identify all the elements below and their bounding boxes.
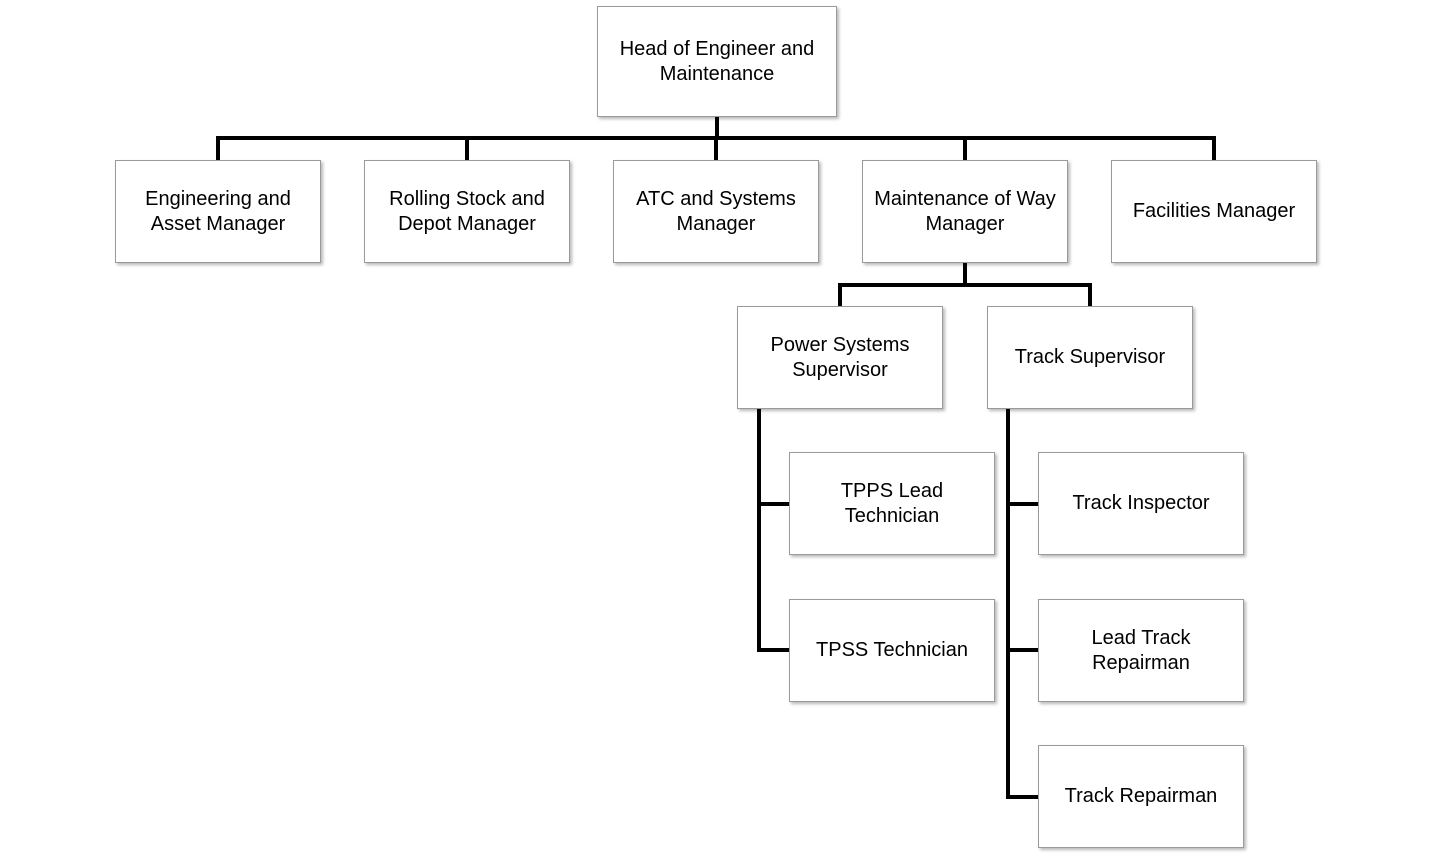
node-label: ATC and Systems Manager — [636, 187, 796, 235]
node-tpss-technician: TPSS Technician — [789, 599, 995, 702]
node-engineering-and-asset-manager: Engineering and Asset Manager — [115, 160, 321, 263]
node-label: Facilities Manager — [1132, 200, 1296, 222]
node-label: Rolling Stock and Depot Manager — [389, 187, 545, 235]
node-label: Track Supervisor — [1014, 346, 1166, 368]
node-label: TPSS Technician — [816, 639, 968, 661]
node-track-supervisor: Track Supervisor — [987, 306, 1193, 409]
node-label: Head of Engineer and Maintenance — [619, 37, 815, 85]
node-tpps-lead-technician: TPPS Lead Technician — [789, 452, 995, 555]
node-label: Track Repairman — [1064, 785, 1218, 807]
node-facilities-manager: Facilities Manager — [1111, 160, 1317, 263]
node-head-of-engineer-and-maintenance: Head of Engineer and Maintenance — [597, 6, 837, 117]
node-track-repairman: Track Repairman — [1038, 745, 1244, 848]
node-label: Maintenance of Way Manager — [874, 187, 1056, 235]
node-track-inspector: Track Inspector — [1038, 452, 1244, 555]
node-label: Lead Track Repairman — [1091, 626, 1191, 674]
node-atc-and-systems-manager: ATC and Systems Manager — [613, 160, 819, 263]
node-rolling-stock-and-depot-manager: Rolling Stock and Depot Manager — [364, 160, 570, 263]
node-lead-track-repairman: Lead Track Repairman — [1038, 599, 1244, 702]
node-label: Engineering and Asset Manager — [145, 187, 291, 235]
node-label: TPPS Lead Technician — [840, 479, 944, 527]
node-power-systems-supervisor: Power Systems Supervisor — [737, 306, 943, 409]
node-label: Track Inspector — [1072, 492, 1210, 514]
node-label: Power Systems Supervisor — [770, 333, 910, 381]
node-maintenance-of-way-manager: Maintenance of Way Manager — [862, 160, 1068, 263]
